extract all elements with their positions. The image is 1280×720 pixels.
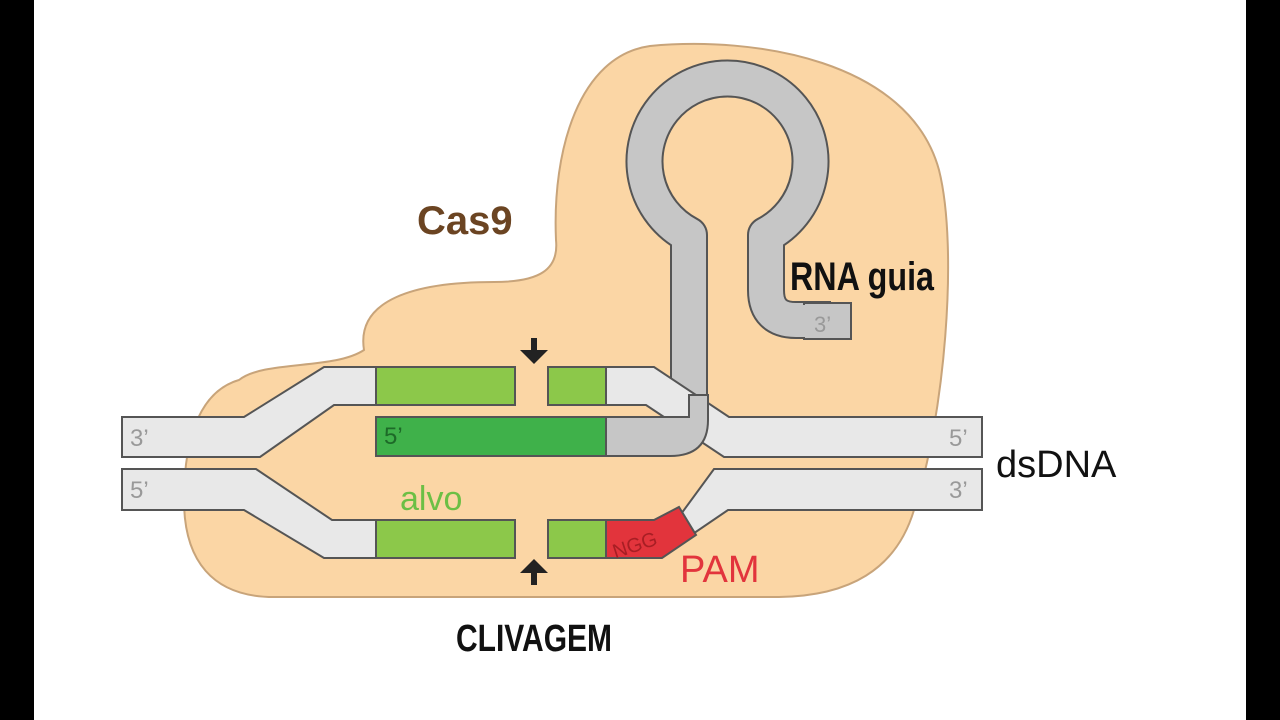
dna-top-left-end-label: 3’ (130, 425, 149, 452)
dna-bottom-right-end-label: 3’ (949, 477, 968, 504)
diagram-canvas: Cas9 RNA guia 3’ 3’ 5’ 5’ 3’ 5’ dsDNA al… (34, 0, 1246, 720)
dna-bottom-left-end-label: 5’ (130, 477, 149, 504)
guide-rna-3prime-label: 3’ (814, 312, 831, 337)
dsdna-label: dsDNA (996, 444, 1117, 486)
cas9-label: Cas9 (417, 199, 513, 243)
guide-rna-spacer-tail (605, 394, 709, 457)
guide-target-spacer (375, 416, 607, 457)
pam-segment (605, 505, 698, 559)
target-top-left (375, 366, 516, 406)
target-bottom-left (375, 519, 516, 559)
cleavage-arrow-top-icon (520, 338, 548, 364)
target-label: alvo (400, 480, 462, 518)
target-bottom-right (547, 519, 607, 559)
pam-label: PAM (680, 549, 760, 591)
guide-rna-3prime-end (803, 302, 852, 340)
crispr-cas9-diagram: Cas9 RNA guia 3’ 3’ 5’ 5’ 3’ 5’ dsDNA al… (121, 42, 1117, 660)
guide-rna-label: RNA guia (790, 255, 935, 299)
target-top-right (547, 366, 607, 406)
cleavage-label: CLIVAGEM (456, 618, 612, 660)
cleavage-arrow-bottom-icon (520, 559, 548, 585)
guide-5prime-label: 5’ (384, 423, 403, 450)
dna-top-right-end-label: 5’ (949, 425, 968, 452)
guide-rna-loop-fill (627, 61, 831, 415)
